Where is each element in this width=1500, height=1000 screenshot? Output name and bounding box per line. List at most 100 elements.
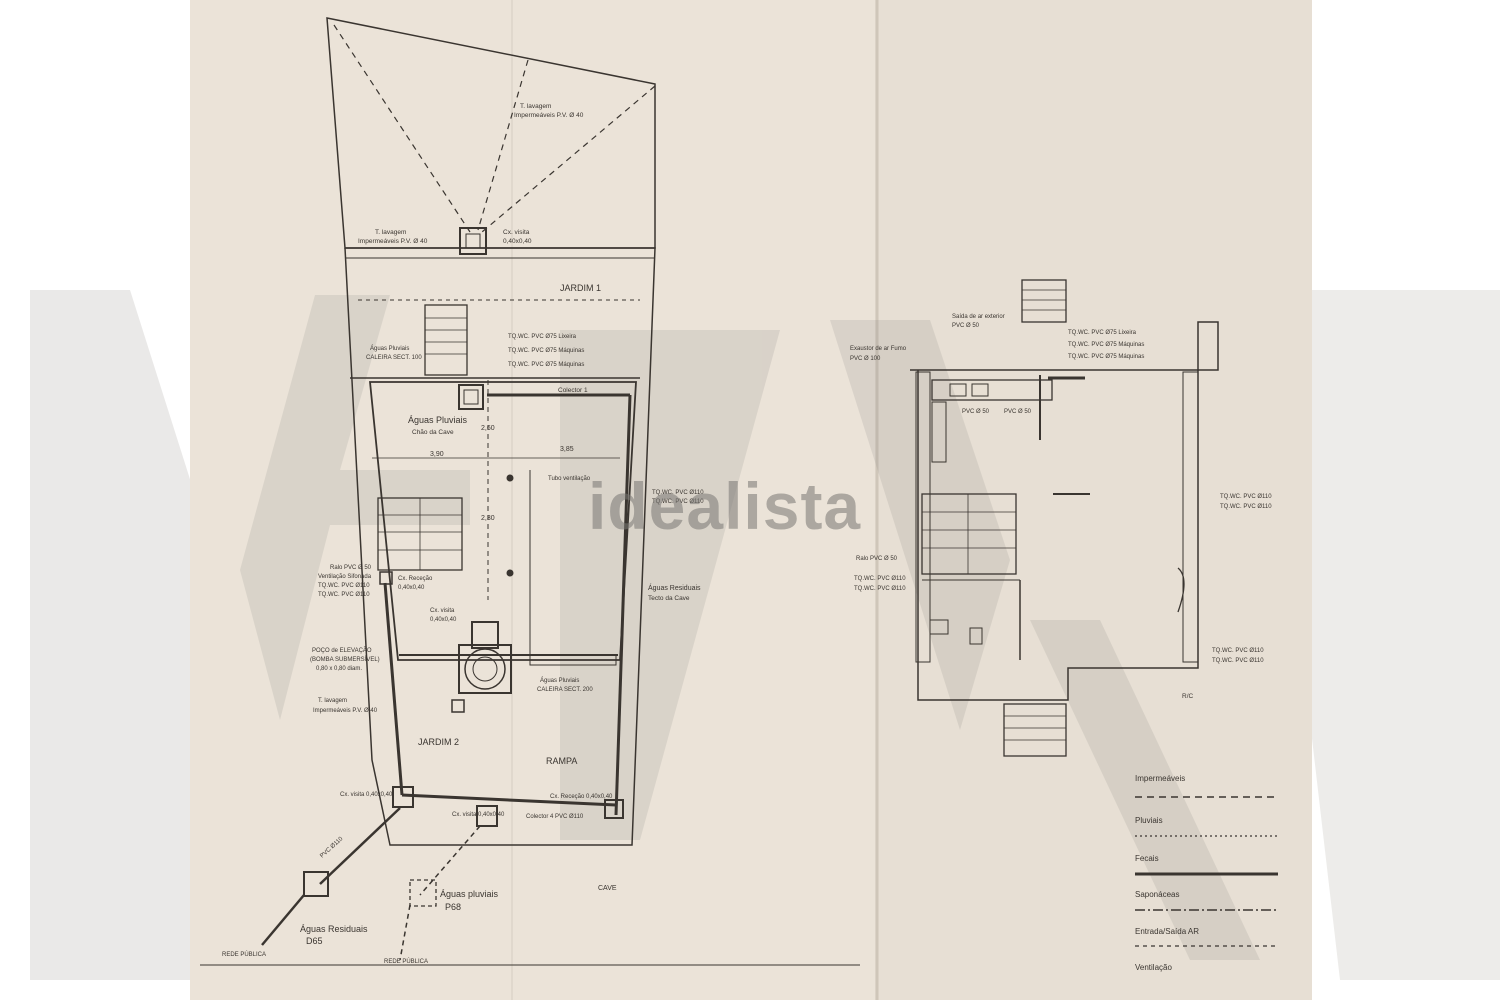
plan-right-labels: Saída de ar exterior PVC Ø 50 TQ.WC. PVC… xyxy=(850,314,1272,700)
pump-box-upper xyxy=(471,621,499,649)
pluvial-b: P68 xyxy=(445,902,461,912)
box-public-pluvial xyxy=(409,879,437,907)
lower-wash-b: Impermeáveis P.V. Ø 40 xyxy=(313,708,378,714)
box-1 xyxy=(458,384,484,410)
collector-4-label: Colector 4 PVC Ø110 xyxy=(526,814,584,820)
pipe-note-2: TQ.WC. PVC Ø75 Máquinas xyxy=(508,348,584,354)
bath-note-2: TQ.WC. PVC Ø110 xyxy=(854,576,906,582)
right-pipes-a: TQ.WC. PVC Ø110 xyxy=(652,490,704,496)
legend-label-3: Fecais xyxy=(1135,854,1159,863)
pump-well xyxy=(458,644,512,694)
rain-caleira-b: CALEIRA SECT. 200 xyxy=(537,687,593,693)
stair-inner-right xyxy=(921,493,1017,575)
residual-b: D65 xyxy=(306,936,323,946)
receiving-box-a: Cx. Receção xyxy=(398,576,433,582)
house-outline xyxy=(910,321,1219,701)
bath-note-1: Ralo PVC Ø 50 xyxy=(856,556,898,562)
visit-box-a: Cx. visita xyxy=(430,608,455,614)
bottom-right-pipe-b: TQ.WC. PVC Ø110 xyxy=(1212,658,1264,664)
pump-b: (BOMBA SUBMERSÍVEL) xyxy=(310,656,380,663)
collector-1-label: Colector 1 xyxy=(558,387,588,394)
dim-b-label: 3,85 xyxy=(560,446,574,453)
public-network-b: REDE PÚBLICA xyxy=(384,958,428,965)
left-note-2: Ventilação Sifonada xyxy=(318,574,372,580)
top-pipe-3: TQ.WC. PVC Ø75 Máquinas xyxy=(1068,354,1144,360)
legend: Impermeáveis Pluviais Fecais Saponáceas … xyxy=(1135,774,1278,972)
extractor-a: Exaustor de ar Fumo xyxy=(850,346,907,352)
pump-a: POÇO de ELEVAÇÃO xyxy=(312,647,372,654)
extractor-b: PVC Ø 100 xyxy=(850,356,881,362)
stair-note-a: Águas Pluviais xyxy=(370,345,409,352)
bath-note-3: TQ.WC. PVC Ø110 xyxy=(854,586,906,592)
left-note-4: TQ.WC. PVC Ø110 xyxy=(318,592,370,598)
paper-left-sheet xyxy=(190,0,880,1000)
watermark-overlay xyxy=(240,295,1260,960)
kitchen-counter xyxy=(931,379,1053,401)
ventilation-label: Tubo ventilação xyxy=(548,476,591,482)
top-box xyxy=(459,227,487,255)
bottom-box-2: Cx. visita 0,40x0,40 xyxy=(452,812,505,818)
garden-1-label: JARDIM 1 xyxy=(560,283,601,293)
wastewater-right-a: Águas Residuais xyxy=(648,583,701,592)
left-note-1: Ralo PVC Ø 50 xyxy=(330,565,372,571)
dim-a-label: 2,60 xyxy=(481,425,495,432)
left-note-3: TQ.WC. PVC Ø110 xyxy=(318,583,370,589)
stair-note-1: Saída de ar exterior xyxy=(952,314,1005,320)
watermark-brand: idealista xyxy=(588,469,862,543)
lower-wash-a: T. lavagem xyxy=(318,698,347,704)
legend-label-6: Ventilação xyxy=(1135,963,1172,972)
plan-left-labels: T. lavagem Impermeáveis P.V. Ø 40 T. lav… xyxy=(222,103,704,965)
pipe-note-3: TQ.WC. PVC Ø75 Máquinas xyxy=(508,362,584,368)
top-box-label-b: 0,40x0,40 xyxy=(503,238,532,245)
right-side-pipe-a: TQ.WC. PVC Ø110 xyxy=(1220,494,1272,500)
box-bottom-left xyxy=(392,786,414,808)
legend-label-4: Saponáceas xyxy=(1135,890,1179,899)
bottom-right-pipe-a: TQ.WC. PVC Ø110 xyxy=(1212,648,1264,654)
top-pipe-2: TQ.WC. PVC Ø75 Máquinas xyxy=(1068,342,1144,348)
public-network-a: REDE PÚBLICA xyxy=(222,951,266,958)
top-zone-label-a: T. lavagem xyxy=(520,103,551,110)
box-bottom-right xyxy=(604,799,624,819)
residual-a: Águas Residuais xyxy=(300,924,368,934)
right-side-pipe-b: TQ.WC. PVC Ø110 xyxy=(1220,504,1272,510)
top-zone-label-b: Impermeáveis P.V. Ø 40 xyxy=(514,112,584,119)
stair-exterior-bottom xyxy=(1003,703,1067,757)
pipe-note-1: TQ.WC. PVC Ø75 Lixeira xyxy=(508,334,577,340)
legend-label-5: Entrada/Saída AR xyxy=(1135,927,1199,936)
floor-level-label: R/C xyxy=(1182,693,1194,700)
stair-note-b: CALEIRA SECT. 100 xyxy=(366,355,422,361)
left-wash-label-b: Impermeáveis P.V. Ø 40 xyxy=(358,238,428,245)
plan-right xyxy=(910,279,1219,757)
top-pipe-1: TQ.WC. PVC Ø75 Lixeira xyxy=(1068,330,1137,336)
dim-c-label: 3,90 xyxy=(430,451,444,458)
rain-cave-b: Chão da Cave xyxy=(412,429,454,436)
bathroom-fixture xyxy=(929,619,949,635)
legend-label-1: Impermeáveis xyxy=(1135,774,1185,783)
legend-label-2: Pluviais xyxy=(1135,816,1163,825)
garden-2-label: JARDIM 2 xyxy=(418,737,459,747)
box-public-residual xyxy=(303,871,329,897)
plan-left xyxy=(200,17,860,966)
stair-exterior-top xyxy=(1021,279,1067,323)
kitchen-pipe-2: PVC Ø 50 xyxy=(1004,409,1032,415)
top-box-label-a: Cx. visita xyxy=(503,229,530,236)
lot-outline xyxy=(344,247,656,846)
dim-d-label: 2,30 xyxy=(481,515,495,522)
rain-caleira-a: Águas Pluviais xyxy=(540,677,579,684)
visit-box-b: 0,40x0,40 xyxy=(430,617,457,623)
receiving-box-b: 0,40x0,40 xyxy=(398,585,425,591)
bottom-box-1: Cx. visita 0,40x0,40 xyxy=(340,792,393,798)
pump-c: 0,80 x 0,80 diam. xyxy=(316,666,362,672)
stair-top xyxy=(424,304,468,376)
wastewater-right-b: Tecto da Cave xyxy=(648,595,690,602)
rain-cave-a: Águas Pluviais xyxy=(408,415,468,425)
ramp-label: RAMPA xyxy=(546,756,577,766)
right-pipes-b: TQ.WC. PVC Ø110 xyxy=(652,499,704,505)
stair-note-2: PVC Ø 50 xyxy=(952,323,980,329)
left-wash-label-a: T. lavagem xyxy=(375,229,406,236)
box-bottom-mid xyxy=(476,805,498,827)
cave-label: CAVE xyxy=(598,885,617,892)
paper-right-sheet xyxy=(875,0,1312,1000)
bottom-box-3: Cx. Receção 0,40x0,40 xyxy=(550,794,613,800)
